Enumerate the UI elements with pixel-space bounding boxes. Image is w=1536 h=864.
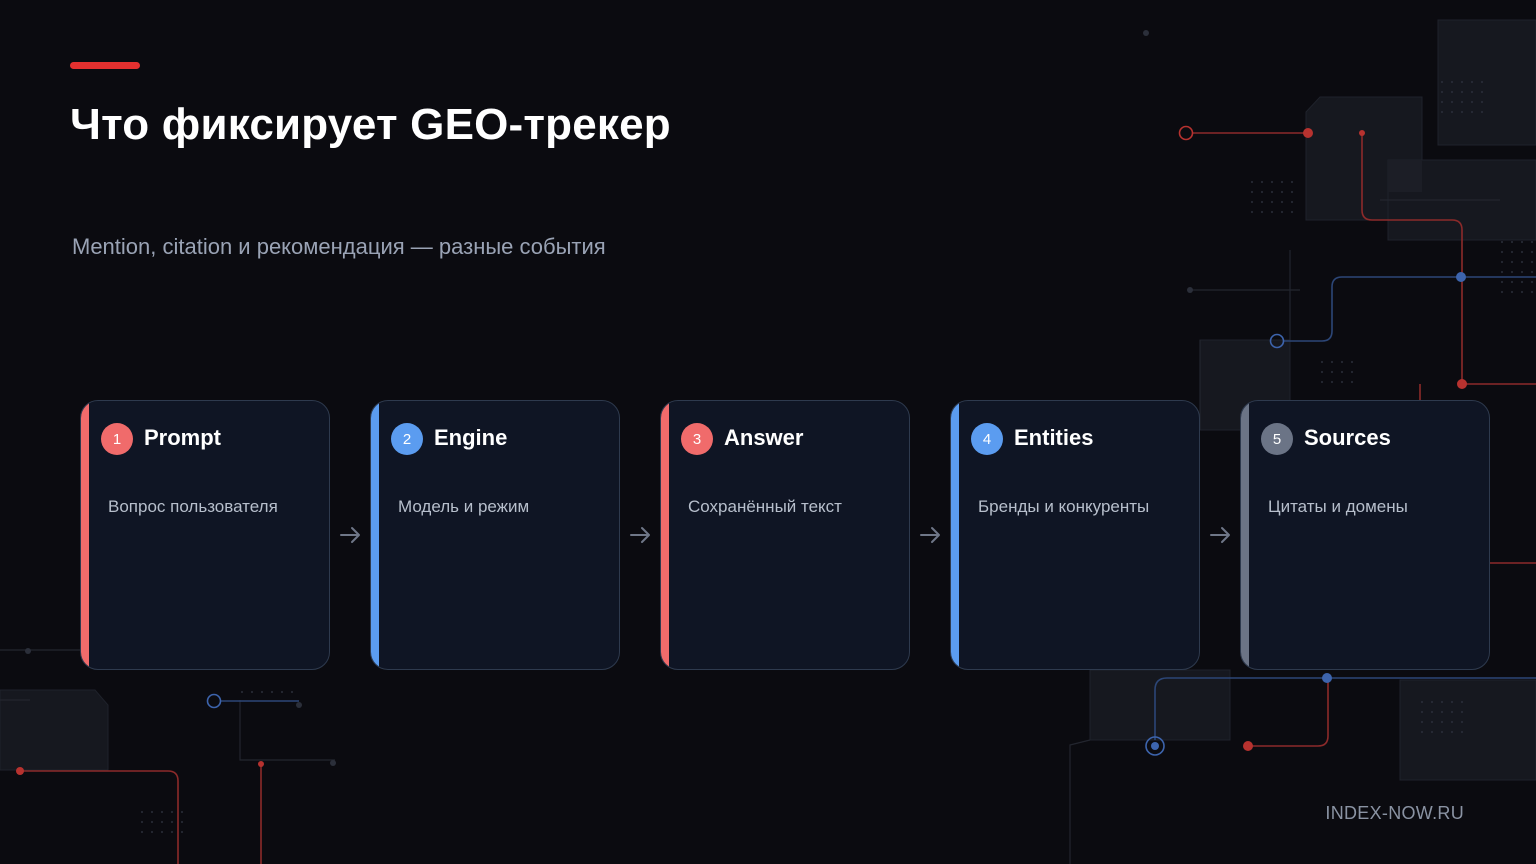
step-description: Модель и режим — [398, 497, 530, 516]
step-description: Цитаты и домены — [1268, 497, 1408, 516]
arrow-right-icon — [1210, 527, 1230, 543]
arrow-right-icon — [920, 527, 940, 543]
step-title: Answer — [724, 425, 804, 450]
step-color-stripe — [371, 401, 379, 669]
step-title: Engine — [434, 425, 508, 450]
step-number-badge: 1 — [101, 423, 133, 455]
step-card-prompt: 1 Prompt Вопрос пользователя — [80, 400, 330, 670]
step-color-stripe — [951, 401, 959, 669]
step-description: Вопрос пользователя — [108, 497, 278, 516]
arrow-right-icon — [340, 527, 360, 543]
step-number-badge: 5 — [1261, 423, 1293, 455]
step-title: Prompt — [144, 425, 221, 450]
step-number-badge: 3 — [681, 423, 713, 455]
step-card-sources: 5 Sources Цитаты и домены — [1240, 400, 1490, 670]
step-number-badge: 4 — [971, 423, 1003, 455]
step-color-stripe — [1241, 401, 1249, 669]
step-description: Сохранённый текст — [688, 497, 842, 516]
step-card-engine: 2 Engine Модель и режим — [370, 400, 620, 670]
arrow-right-icon — [630, 527, 650, 543]
step-number-badge: 2 — [391, 423, 423, 455]
step-title: Sources — [1304, 425, 1391, 450]
step-card-entities: 4 Entities Бренды и конкуренты — [950, 400, 1200, 670]
title-accent-bar — [70, 62, 140, 69]
page-subtitle: Mention, citation и рекомендация — разны… — [72, 234, 606, 259]
step-color-stripe — [661, 401, 669, 669]
step-title: Entities — [1014, 425, 1094, 450]
step-card-answer: 3 Answer Сохранённый текст — [660, 400, 910, 670]
step-description: Бренды и конкуренты — [978, 497, 1150, 516]
step-color-stripe — [81, 401, 89, 669]
footer-site-label: INDEX-NOW.RU — [1325, 803, 1464, 823]
page-title: Что фиксирует GEO-трекер — [70, 100, 671, 149]
